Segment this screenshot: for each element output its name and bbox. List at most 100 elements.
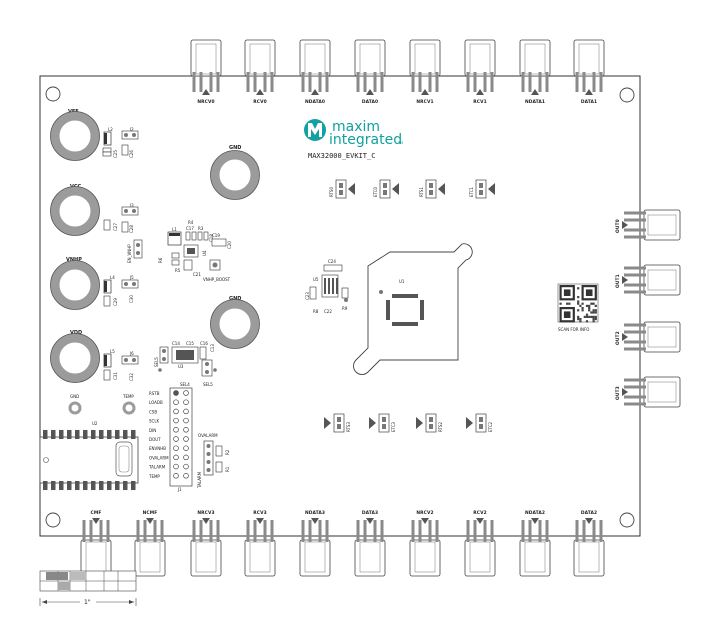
sma-connector-bottom: NRCV2 [409,510,441,577]
svg-text:J2: J2 [129,127,134,132]
svg-text:R4: R4 [188,220,194,225]
header-pin-label: OVALARM [149,455,169,460]
svg-text:U4: U4 [202,250,207,256]
svg-text:SEL5: SEL5 [154,357,159,367]
svg-text:RCV1: RCV1 [473,99,486,105]
svg-text:RTS0: RTS0 [329,187,334,197]
svg-text:NDATA0: NDATA0 [305,99,325,105]
svg-text:DATA1: DATA1 [581,99,597,105]
header-pin-label: RSTB [149,391,160,396]
sma-connector-right: OUT2 [615,321,681,353]
svg-text:C29: C29 [113,298,118,306]
gnd-terminal-2: GND [210,296,260,349]
gnd-test-point: GND [68,394,82,415]
svg-text:R2: R2 [225,449,230,455]
sma-connector-right: OUT0 [615,209,681,241]
board-part-label: MAX32000_EVKIT_C [308,152,375,160]
svg-text:RCV2: RCV2 [473,510,486,516]
svg-text:C26: C26 [129,150,134,158]
svg-text:C23: C23 [305,292,310,300]
header-pin-label: SCLK [149,419,160,424]
svg-text:J6: J6 [129,351,134,356]
svg-text:NRCV2: NRCV2 [416,510,433,516]
svg-text:R6: R6 [158,257,163,263]
svg-text:C22: C22 [324,309,332,314]
sma-connector-bottom: RCV3 [244,510,276,577]
svg-text:C32: C32 [129,373,134,381]
svg-text:VNHP: VNHP [66,257,82,263]
sma-connector-bottom: NDATA2 [519,510,551,577]
led-indicators-bottom: RTS3 ETC3 RTS2 ETC2 [324,413,493,433]
qr-caption: SCAN FOR INFO [558,327,589,332]
svg-text:ETC0: ETC0 [373,186,378,197]
svg-text:C13: C13 [210,344,215,352]
vcc-parts: J3 C27 C28 [103,203,139,233]
led-indicator: RTS1 [419,179,445,199]
vdd-parts: L5 J6 C31 C32 [103,349,139,381]
svg-text:ETC2: ETC2 [488,421,493,432]
svg-text:U2: U2 [92,421,98,426]
svg-text:C30: C30 [129,295,134,303]
power-terminal-vnhp: VNHP [50,257,100,310]
sma-connector-top: NDATA1 [519,39,551,105]
svg-text:NDATA1: NDATA1 [525,99,545,105]
svg-text:J3: J3 [129,203,134,208]
led-indicator: ETC3 [369,413,396,433]
led-indicator: ETC1 [469,179,495,199]
svg-text:OVALARM: OVALARM [198,433,218,438]
svg-text:OUT2: OUT2 [615,331,621,345]
sel-cluster: C14 C15 C16 SEL5 U3 C13 SEL4 SEL5 [154,341,217,387]
svg-text:NRCV0: NRCV0 [197,99,214,105]
svg-text:R5: R5 [175,268,181,273]
power-terminal-vcc: VCC [50,184,100,236]
maxim-logo: maxim integrated TM [304,119,403,148]
svg-text:C25: C25 [113,150,118,158]
mounting-hole [45,86,61,102]
temp-test-point: TEMP [122,394,136,415]
svg-text:TEMP: TEMP [122,394,134,399]
svg-text:GND: GND [70,394,79,399]
header-pin-label: DIN [149,428,156,433]
mounting-hole [619,87,635,103]
sma-connector-top: DATA1 [573,39,605,105]
svg-text:J5: J5 [129,275,134,280]
led-indicator: RTS2 [416,413,443,433]
sma-connector-bottom: NRCV3 [190,510,222,577]
svg-text:U3: U3 [178,364,184,369]
svg-text:C17: C17 [186,226,194,231]
svg-text:OUT3: OUT3 [615,386,621,400]
svg-text:DATA3: DATA3 [362,510,378,516]
svg-text:R9: R9 [342,306,348,311]
sma-connector-bottom: CMF [80,510,112,577]
svg-text:ETC1: ETC1 [469,186,474,197]
svg-text:U5: U5 [313,277,319,282]
svg-text:OUT1: OUT1 [615,274,621,288]
alarm-jumpers: OVALARM TALARM R2 R1 [197,433,230,489]
led-indicator: ETC2 [466,413,493,433]
svg-text:C16: C16 [200,341,208,346]
svg-text:L1: L1 [172,227,177,232]
sma-connector-bottom: DATA3 [354,510,386,577]
svg-text:OUT0: OUT0 [615,219,621,233]
svg-text:R1: R1 [225,466,230,472]
svg-text:C14: C14 [172,341,180,346]
j1-signal-header: RSTBLOADBCSBSCLKDINDOUTENVNHBOVALARMTALA… [148,387,193,492]
board-outline [39,75,641,537]
svg-text:RTS3: RTS3 [346,422,351,432]
led-indicator: ETC0 [373,179,399,199]
gnd-terminal-1: GND [210,145,260,200]
led-indicator: RTS0 [329,179,355,199]
sma-connector-right: OUT3 [615,376,681,408]
u1-heatsink-outline: U1 [353,243,473,375]
mounting-hole [45,512,61,528]
svg-text:L5: L5 [110,349,115,354]
svg-text:DATA0: DATA0 [362,99,378,105]
svg-text:C18: C18 [209,234,214,242]
logo-word-integrated: integrated [329,132,402,148]
svg-text:C27: C27 [113,223,118,231]
header-pin-label: TALARM [148,465,166,470]
svg-text:EN_VNHP: EN_VNHP [127,244,132,263]
